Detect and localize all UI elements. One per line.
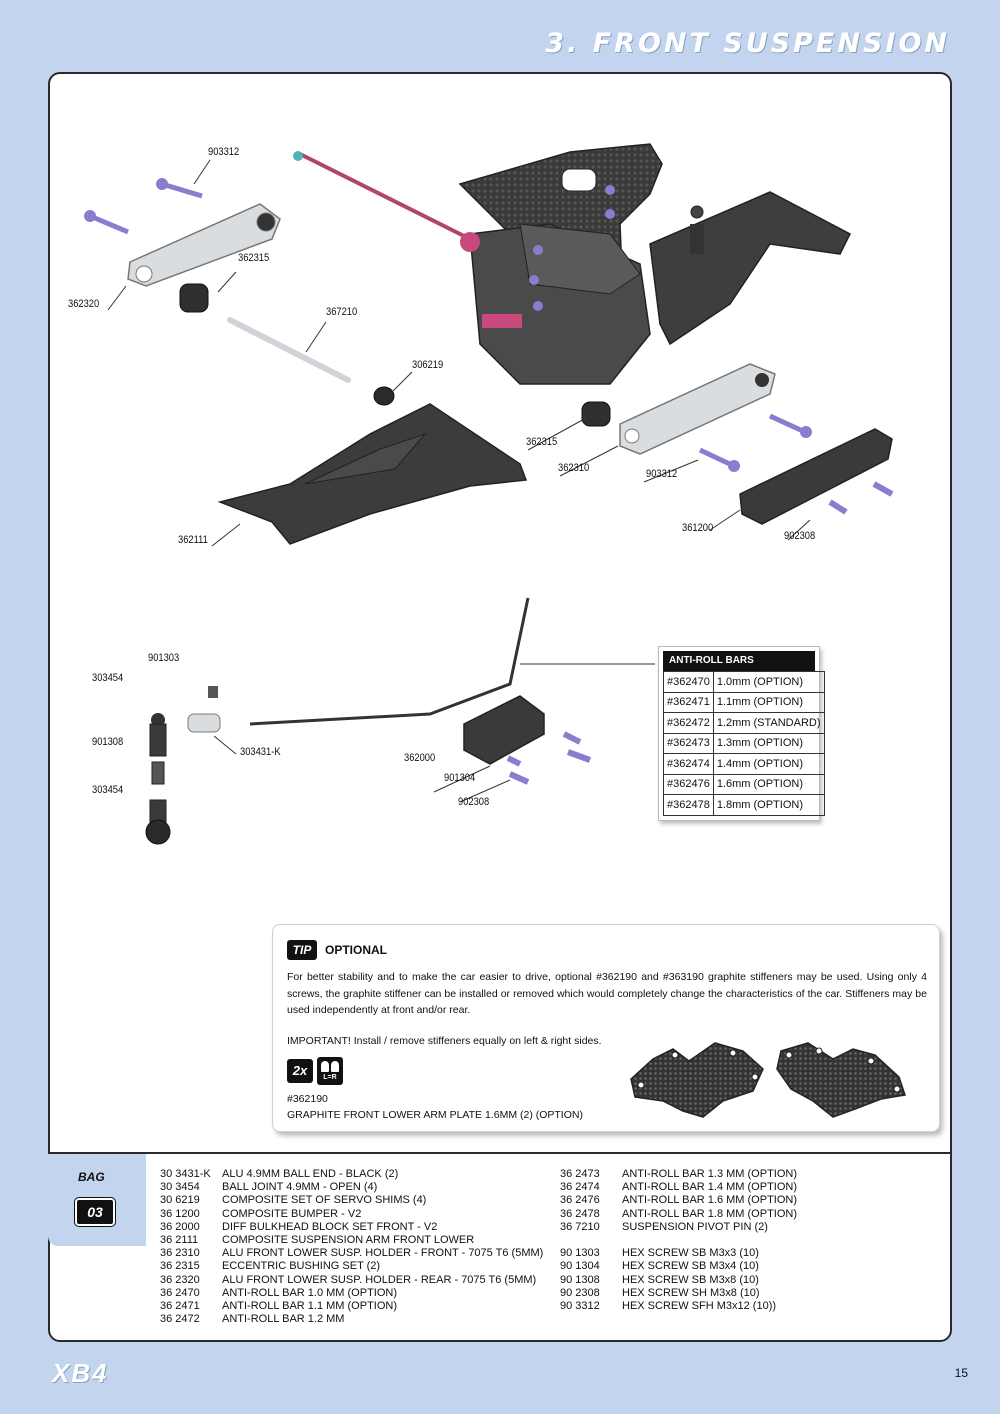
label-361200: 361200 bbox=[682, 522, 714, 534]
rear-arm bbox=[649, 191, 851, 346]
tip-panel: TIP OPTIONAL For better stability and to… bbox=[272, 924, 940, 1132]
screw-903312-b bbox=[84, 210, 129, 235]
label-902308-b: 902308 bbox=[458, 796, 490, 808]
label-306219: 306219 bbox=[412, 359, 444, 371]
tip-body: For better stability and to make the car… bbox=[287, 971, 927, 1016]
label-362315: 362315 bbox=[238, 252, 270, 264]
instruction-panel: 903312 362315 362320 367210 306219 36231… bbox=[48, 72, 952, 1342]
tip-badge: TIP bbox=[287, 940, 317, 960]
page-number: 15 bbox=[954, 1366, 968, 1380]
bulkhead-block bbox=[460, 185, 651, 385]
set-screw bbox=[151, 761, 165, 785]
parts-divider bbox=[48, 1152, 952, 1154]
lower-arm bbox=[217, 403, 528, 545]
label-903312: 903312 bbox=[208, 146, 240, 158]
screw-903312-d bbox=[698, 447, 740, 472]
bag-number: 03 bbox=[74, 1197, 116, 1227]
ball-end bbox=[187, 686, 221, 733]
label-901304: 901304 bbox=[444, 772, 476, 784]
left-right-icon: L=R bbox=[317, 1057, 343, 1085]
bumper bbox=[739, 428, 893, 525]
tip-part-name: GRAPHITE FRONT LOWER ARM PLATE 1.6MM (2)… bbox=[287, 1109, 583, 1121]
holder-front bbox=[619, 363, 776, 455]
screw-902308-a bbox=[828, 499, 848, 515]
label-362315-b: 362315 bbox=[526, 436, 558, 448]
graphite-plates-image bbox=[630, 1042, 906, 1118]
tip-title: OPTIONAL bbox=[325, 943, 387, 957]
label-362111: 362111 bbox=[178, 534, 208, 546]
label-901303: 901303 bbox=[148, 652, 180, 664]
label-303454: 303454 bbox=[92, 672, 124, 684]
screw-902308-c bbox=[508, 771, 530, 785]
page-title: 3. FRONT SUSPENSION bbox=[545, 28, 950, 59]
label-903312-b: 903312 bbox=[646, 468, 678, 480]
shim bbox=[373, 386, 395, 406]
tip-part-number: #362190 bbox=[287, 1093, 328, 1105]
label-303431-K: 303431-K bbox=[240, 746, 281, 758]
bag-label: BAG bbox=[78, 1170, 105, 1184]
list-spacer bbox=[560, 1234, 797, 1247]
arb-block bbox=[463, 695, 545, 765]
bushing bbox=[179, 283, 209, 313]
ball-joint-top bbox=[149, 713, 167, 757]
holder-rear bbox=[127, 203, 281, 287]
label-901308: 901308 bbox=[92, 736, 124, 748]
drive-shaft bbox=[299, 152, 481, 246]
anti-roll-bars-title: ANTI-ROLL BARS bbox=[663, 651, 815, 671]
pivot-pin bbox=[227, 317, 351, 383]
label-902308: 902308 bbox=[784, 530, 816, 542]
exploded-diagram bbox=[84, 143, 894, 845]
quantity-icon: 2x bbox=[287, 1059, 313, 1083]
bushing-front bbox=[581, 401, 611, 427]
screw-901304 bbox=[506, 755, 522, 767]
label-303454-b: 303454 bbox=[92, 784, 124, 796]
label-362000: 362000 bbox=[404, 752, 436, 764]
anti-roll-bar bbox=[249, 597, 530, 726]
ball-joint-bottom bbox=[145, 799, 171, 845]
screw-902308-b bbox=[872, 481, 894, 497]
screw-903312-a bbox=[156, 178, 203, 199]
label-362320: 362320 bbox=[68, 298, 100, 310]
label-367210: 367210 bbox=[326, 306, 358, 318]
brand-logo: XB4 bbox=[52, 1358, 109, 1388]
screw-903312-c bbox=[768, 413, 812, 438]
bag-indicator: BAG 03 bbox=[48, 1152, 146, 1246]
label-362310: 362310 bbox=[558, 462, 590, 474]
tip-important: IMPORTANT! Install / remove stiffeners e… bbox=[287, 1035, 602, 1047]
